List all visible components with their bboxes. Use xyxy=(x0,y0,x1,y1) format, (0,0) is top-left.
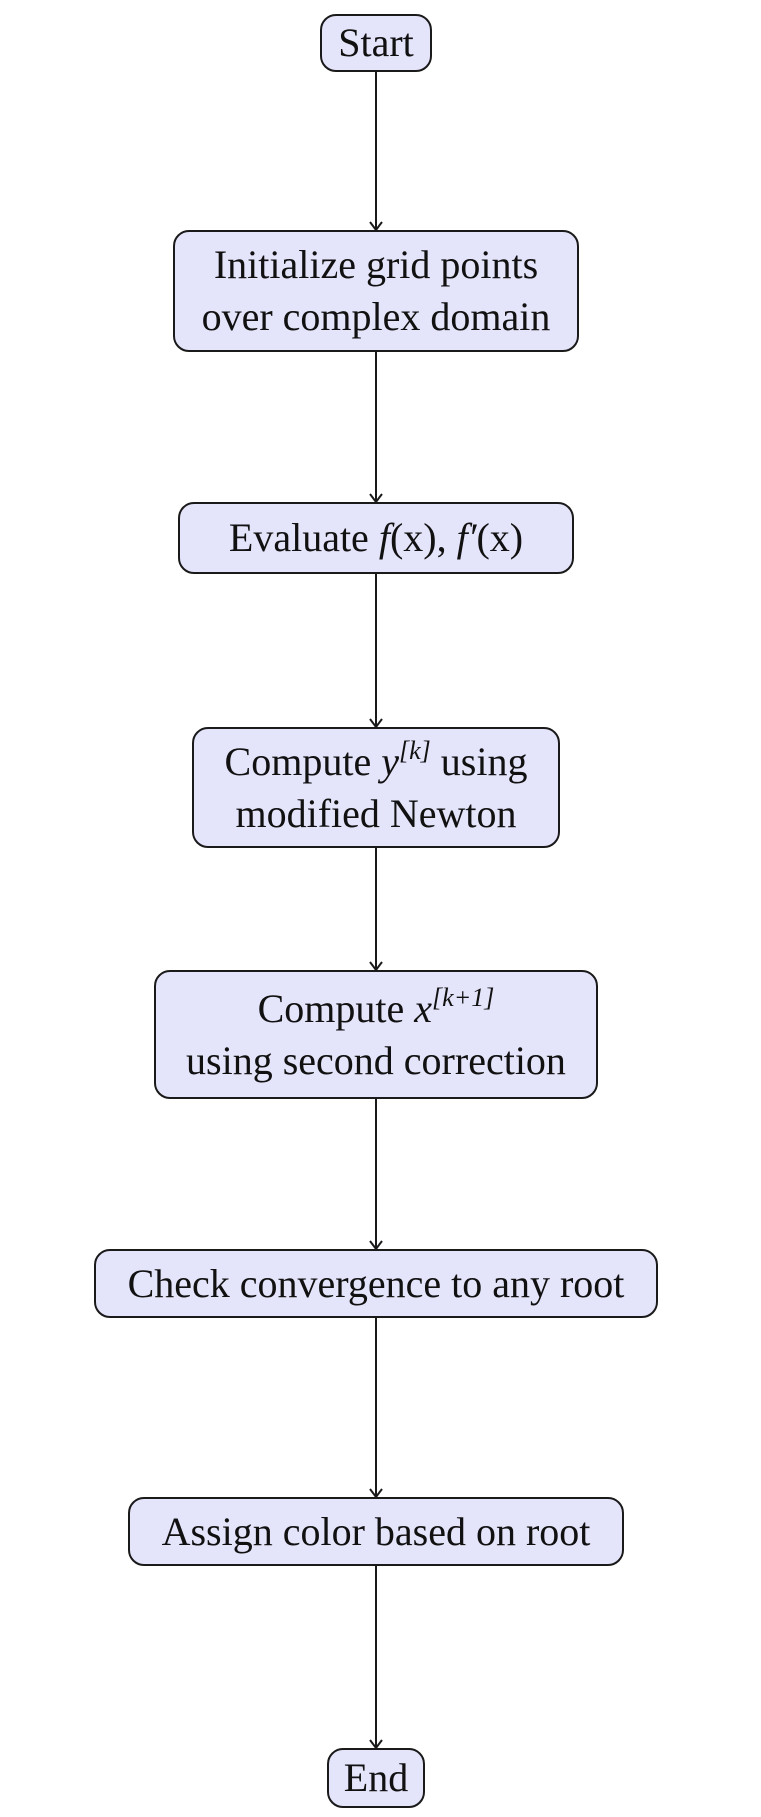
evaluate-node: Evaluate f(x), f′(x) xyxy=(178,502,574,574)
evaluate-arg2: (x) xyxy=(476,515,524,560)
start-node: Start xyxy=(320,14,432,72)
evaluate-f: f xyxy=(378,515,390,560)
arrow-evaluate-to-compute-y xyxy=(369,574,383,729)
evaluate-label: Evaluate f(x), f′(x) xyxy=(229,512,523,564)
arrow-assign-to-end xyxy=(369,1566,383,1750)
compute-y-node: Compute y[k] using modified Newton xyxy=(192,727,560,848)
arrow-compute-y-to-compute-x xyxy=(369,848,383,972)
initialize-grid-node: Initialize grid points over complex doma… xyxy=(173,230,579,352)
end-label: End xyxy=(343,1755,409,1800)
evaluate-sep: , xyxy=(436,515,457,560)
assign-color-label: Assign color based on root xyxy=(161,1508,591,1554)
arrow-compute-x-to-check xyxy=(369,1099,383,1251)
compute-x-node: Compute x[k+1] using second correction xyxy=(154,970,598,1099)
initialize-grid-line1: Initialize grid points xyxy=(213,242,539,287)
check-convergence-label: Check convergence to any root xyxy=(127,1260,625,1306)
compute-y-suffix: using xyxy=(430,738,528,784)
compute-x-line1: Compute x[k+1] xyxy=(258,983,495,1035)
evaluate-f-prime: f′ xyxy=(456,515,477,560)
evaluate-prefix: Evaluate xyxy=(228,515,379,560)
assign-color-node: Assign color based on root xyxy=(128,1497,624,1566)
compute-y-var: y xyxy=(381,738,399,784)
start-label: Start xyxy=(338,20,414,65)
compute-y-line1: Compute y[k] using xyxy=(225,736,528,788)
arrow-check-to-assign xyxy=(369,1318,383,1499)
compute-y-prefix: Compute xyxy=(224,738,382,784)
end-node: End xyxy=(327,1748,425,1808)
arrow-init-to-evaluate xyxy=(369,352,383,504)
check-convergence-node: Check convergence to any root xyxy=(94,1249,658,1318)
evaluate-arg1: (x) xyxy=(389,515,437,560)
compute-x-var: x xyxy=(414,985,433,1031)
compute-y-sup: [k] xyxy=(398,735,431,765)
compute-x-line2: using second correction xyxy=(186,1037,566,1083)
arrow-start-to-init xyxy=(369,72,383,232)
compute-x-prefix: Compute xyxy=(257,985,415,1031)
compute-x-sup: [k+1] xyxy=(432,982,495,1012)
initialize-grid-line2: over complex domain xyxy=(201,294,551,339)
compute-y-line2: modified Newton xyxy=(235,790,517,836)
